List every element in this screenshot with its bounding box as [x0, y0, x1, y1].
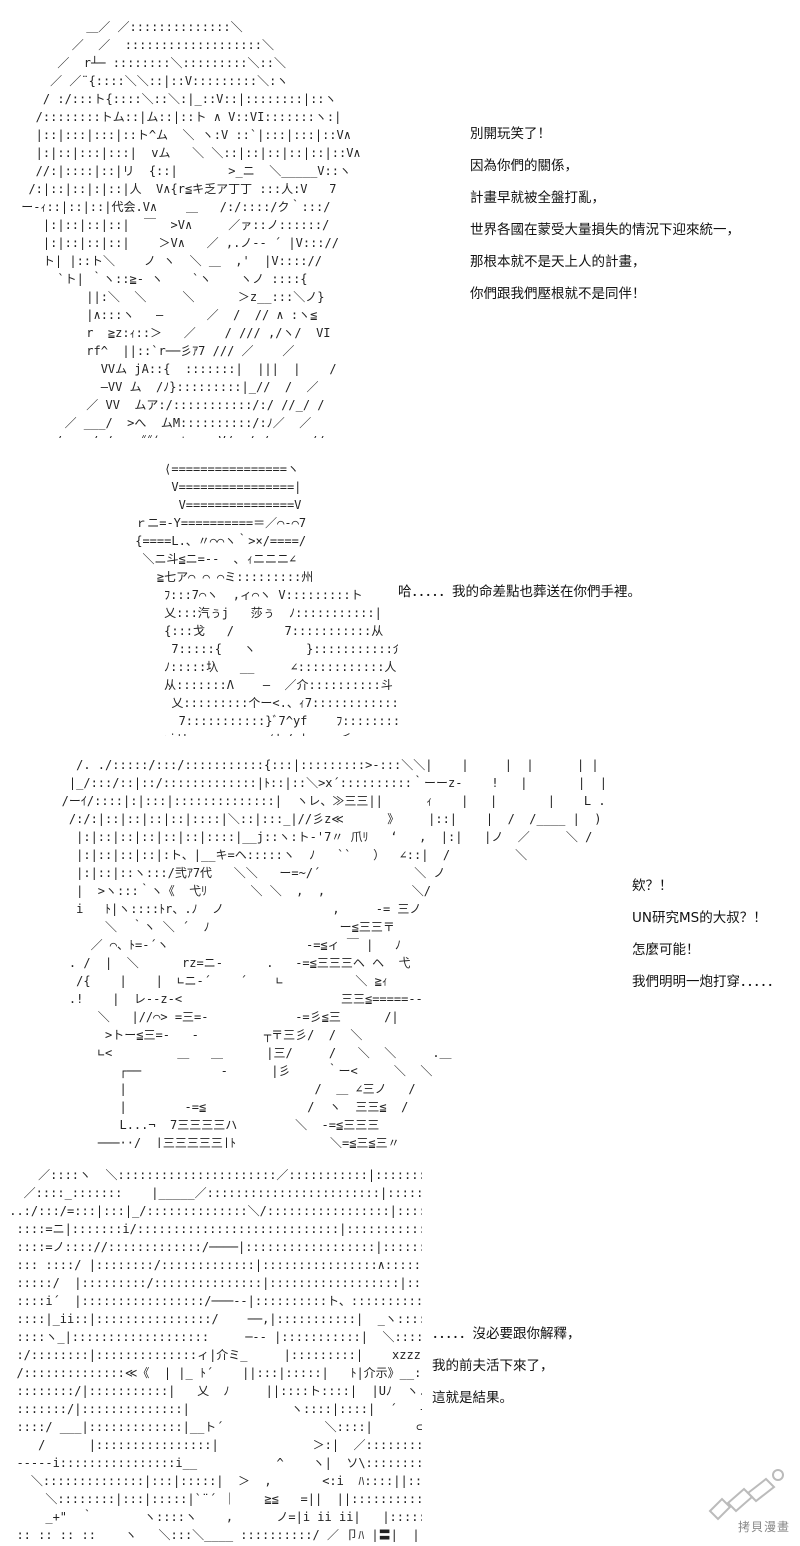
dialogue-line: 我們明明一炮打穿．．．．． — [632, 974, 781, 990]
dialogue-line: 世界各國在蒙受大量損失的情況下迎來統一， — [470, 222, 740, 238]
dialogue-line: 這就是結果。 — [432, 1390, 513, 1406]
panel-2: ⟨================ヽ V================| V=… — [0, 440, 800, 736]
ascii-art-character-1: ＿／ ／::::::::::::::＼ ／ ／ ::::::::::::::::… — [21, 20, 361, 438]
dialogue-line: 別開玩笑了！ — [470, 126, 551, 142]
dmzj-logo — [708, 1469, 784, 1521]
watermark-caption: 拷貝漫畫 — [737, 1520, 790, 1534]
panel-4-dialogue-box: ．．．．．沒必要跟你解釋， 我的前夫活下來了， 這就是結果。 — [432, 1318, 581, 1414]
dialogue-line: 欸？！ — [632, 878, 673, 894]
panel-4: ／::::ヽ ＼::::::::::::::::::::::／:::::::::… — [0, 1150, 800, 1542]
ascii-art-character-4: ／::::ヽ ＼::::::::::::::::::::::／:::::::::… — [9, 1168, 422, 1542]
dialogue-line: 哈．．．．．我的命差點也葬送在你們手裡。 — [398, 584, 641, 600]
dialogue-line: UN研究MS的大叔？！ — [632, 910, 767, 926]
dialogue-line: 計畫早就被全盤打亂， — [470, 190, 605, 206]
dialogue-line: 因為你們的關係， — [470, 158, 578, 174]
ascii-art-character-3: /. ./:::::/:::/:::::::::::{:::|:::::::::… — [61, 758, 607, 1148]
ascii-art-character-2: ⟨================ヽ V================| V=… — [135, 462, 398, 736]
dialogue-line: 怎麼可能！ — [632, 942, 700, 958]
dialogue-line: ．．．．．沒必要跟你解釋， — [432, 1326, 581, 1342]
dialogue-line: 你們跟我們壓根就不是同伴！ — [470, 286, 646, 302]
panel-3: /. ./:::::/:::/:::::::::::{:::|:::::::::… — [0, 740, 800, 1148]
panel-1: ＿／ ／::::::::::::::＼ ／ ／ ::::::::::::::::… — [0, 0, 800, 438]
dialogue-line: 我的前夫活下來了， — [432, 1358, 554, 1374]
dialogue-line: 那根本就不是天上人的計畫， — [470, 254, 646, 270]
